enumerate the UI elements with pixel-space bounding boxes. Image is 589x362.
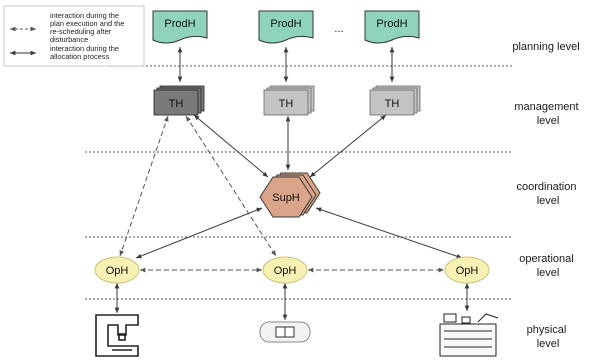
machine-spindle bbox=[118, 333, 126, 341]
level-label-operational: operational level bbox=[519, 253, 577, 279]
prodh-node-1: ProdH bbox=[152, 10, 208, 44]
machine-tool-icon bbox=[95, 314, 139, 357]
oph-label-1: OpH bbox=[106, 265, 129, 277]
oph-label-2: OpH bbox=[274, 265, 297, 277]
machine-frame bbox=[95, 314, 139, 357]
oph-node-2: OpH bbox=[262, 256, 308, 284]
th3-stack-front bbox=[369, 89, 415, 116]
legend: interaction during the plan execution an… bbox=[3, 5, 145, 67]
level-label-management: management level bbox=[514, 101, 581, 127]
prodh-shape-2 bbox=[258, 10, 314, 44]
oph-node-3: OpH bbox=[444, 256, 490, 284]
legend-dashed-text: interaction during the plan execution an… bbox=[50, 11, 126, 44]
level-label-physical: physical level bbox=[527, 324, 570, 350]
dashed-connectors bbox=[119, 115, 444, 273]
th-node-2: TH bbox=[263, 85, 315, 116]
th1-stack-front bbox=[153, 89, 199, 116]
prodh-node-2: ProdH bbox=[258, 10, 314, 44]
oph-shape-3 bbox=[444, 256, 490, 284]
prodh-label-2: ProdH bbox=[270, 18, 301, 30]
th-node-1: TH bbox=[153, 85, 205, 116]
legend-dashed-line-1: interaction during the bbox=[50, 11, 119, 20]
legend-dashed-line-4: disturbance bbox=[50, 35, 88, 44]
legend-solid-text: interaction during the allocation proces… bbox=[50, 44, 121, 61]
oph-shape-2 bbox=[262, 256, 308, 284]
legend-solid-line-1: interaction during the bbox=[50, 44, 119, 53]
oph-shape-1 bbox=[94, 256, 140, 284]
th-label-1: TH bbox=[169, 98, 184, 110]
prodh-shape-3 bbox=[364, 10, 420, 44]
prodh-label-3: ProdH bbox=[376, 18, 407, 30]
legend-solid-line-2: allocation process bbox=[50, 52, 109, 61]
level-separators bbox=[85, 65, 512, 300]
arrow-suph-oph1 bbox=[135, 207, 263, 259]
th2-stack-front bbox=[263, 89, 309, 116]
conveyor-station-icon bbox=[439, 313, 499, 357]
suph-node: SupH bbox=[259, 172, 321, 218]
conveyor-module-mid bbox=[461, 316, 471, 324]
suph-label: SupH bbox=[272, 192, 300, 204]
conveyor-base bbox=[439, 323, 497, 357]
oph-node-1: OpH bbox=[94, 256, 140, 284]
prodh-ellipsis: ... bbox=[334, 23, 343, 35]
th-node-3: TH bbox=[369, 85, 421, 116]
dashed-th1-oph1 bbox=[119, 115, 169, 257]
dashed-th1-oph2 bbox=[185, 115, 277, 257]
transport-unit-icon bbox=[259, 321, 311, 343]
legend-dashed-line-3: re-scheduling after bbox=[50, 27, 112, 36]
prodh-node-3: ProdH bbox=[364, 10, 420, 44]
arrow-th3-suph bbox=[309, 114, 387, 178]
level-label-planning: planning level bbox=[512, 41, 579, 53]
th-label-2: TH bbox=[279, 98, 294, 110]
level-label-coordination: coordination level bbox=[517, 181, 580, 207]
arrow-suph-oph3 bbox=[315, 207, 463, 259]
prodh-shape-1 bbox=[152, 10, 208, 44]
prodh-label-1: ProdH bbox=[164, 18, 195, 30]
legend-dashed-line-2: plan execution and the bbox=[50, 19, 124, 28]
level-labels: planning level management level coordina… bbox=[512, 41, 581, 350]
legend-box bbox=[3, 5, 145, 67]
conveyor-module-left bbox=[443, 313, 457, 323]
oph-label-3: OpH bbox=[456, 265, 479, 277]
conveyor-robot-arm bbox=[477, 313, 499, 323]
th-label-3: TH bbox=[385, 98, 400, 110]
suph-hex-front bbox=[259, 176, 313, 218]
